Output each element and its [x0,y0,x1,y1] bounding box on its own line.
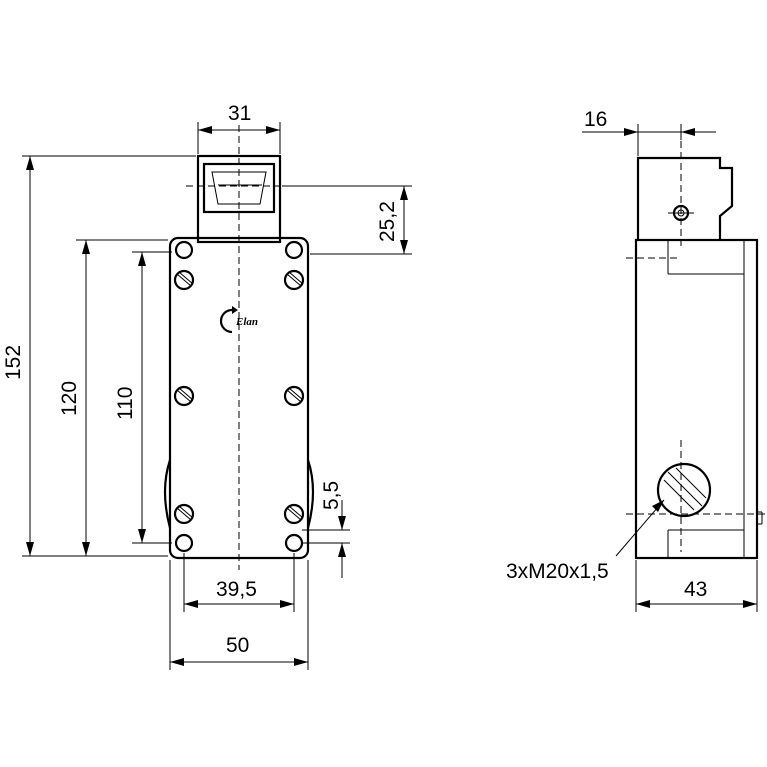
thread-leader: 3xM20x1,5 [506,499,665,583]
dim-overall-height: 152 [2,155,196,557]
dim-actuator-height: 25,2 [282,185,412,255]
dim-label-120: 120 [58,381,81,416]
logo-text: Elan [235,316,258,328]
screws [173,269,305,525]
side-actuator [636,156,734,240]
dim-body-width: 50 [169,560,309,670]
elan-logo: Elan [219,306,258,334]
dim-hole-offset: 5,5 [302,481,350,578]
dim-top-width: 31 [197,102,281,154]
dim-label-50: 50 [226,634,249,657]
dim-label-39-5: 39,5 [216,578,257,601]
dim-top-depth: 16 [582,108,716,156]
dim-label-5-5: 5,5 [320,481,343,510]
dim-depth: 43 [635,560,758,612]
front-view: Elan 31 25,2 152 [2,102,412,670]
dim-label-16: 16 [584,108,607,131]
dim-body-height: 120 [58,239,168,556]
dim-label-31: 31 [228,102,251,125]
dim-label-43: 43 [684,578,707,601]
thread-label: 3xM20x1,5 [506,560,609,583]
dim-hole-spacing-v: 110 [114,251,172,544]
cable-gland [656,462,712,518]
dim-hole-spacing-h: 39,5 [183,553,295,612]
dim-label-152: 152 [2,345,25,380]
side-view: 3xM20x1,5 16 43 [506,108,767,612]
dim-label-25-2: 25,2 [376,201,399,242]
dim-label-110: 110 [114,387,137,420]
